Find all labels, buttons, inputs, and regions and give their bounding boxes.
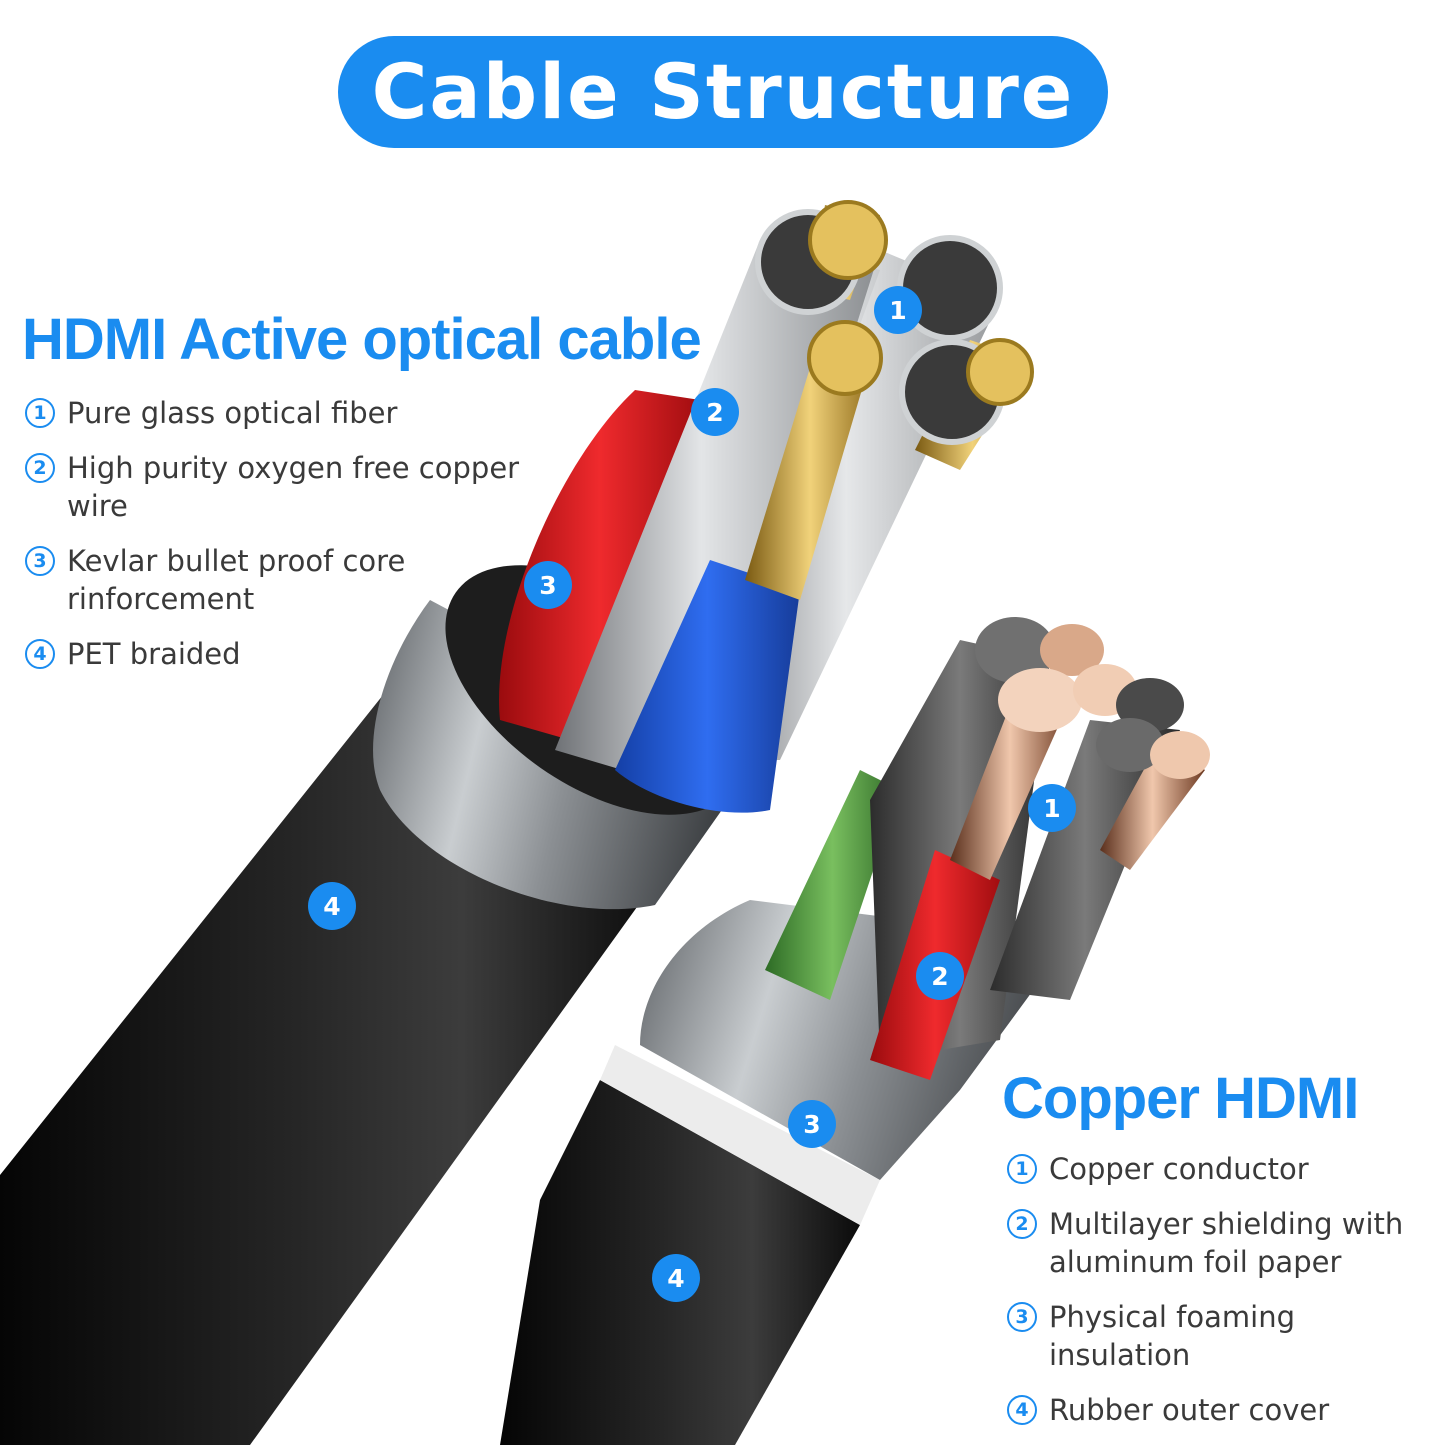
copper-green-core xyxy=(765,770,900,1000)
list-item-text: Kevlar bullet proof core rinforcement xyxy=(67,544,406,616)
number-icon: 1 xyxy=(1007,1154,1037,1184)
svg-text:2: 2 xyxy=(706,398,723,427)
number-icon: 2 xyxy=(25,453,55,483)
list-item-text: High purity oxygen free copper wire xyxy=(67,451,520,523)
list-item-text: Multilayer shielding with aluminum foil … xyxy=(1049,1207,1404,1279)
optical-heading: HDMI Active optical cable xyxy=(22,307,702,372)
list-item: 3 Kevlar bullet proof core rinforcement xyxy=(25,542,585,618)
copper-callout-3: 3 xyxy=(788,1100,836,1148)
optical-callout-2: 2 xyxy=(691,388,739,436)
copper-foil-band xyxy=(600,1045,880,1225)
number-icon: 3 xyxy=(1007,1302,1037,1332)
list-item: 2 Multilayer shielding with aluminum foil… xyxy=(1007,1205,1437,1281)
copper-callout-2: 2 xyxy=(916,952,964,1000)
list-item: 3 Physical foaming insulation xyxy=(1007,1298,1437,1374)
list-item: 4 PET braided xyxy=(25,635,585,673)
optical-gold-strands xyxy=(745,335,875,600)
copper-feature-list: 1 Copper conductor 2 Multilayer shielding … xyxy=(1007,1150,1437,1446)
optical-callout-4: 4 xyxy=(308,882,356,930)
optical-cable xyxy=(0,200,1034,1445)
optical-callout-3: 3 xyxy=(524,561,572,609)
title-banner: Cable Structure xyxy=(338,36,1108,148)
list-item-text: Rubber outer cover xyxy=(1049,1393,1330,1427)
list-item: 1 Copper conductor xyxy=(1007,1150,1437,1188)
copper-heading: Copper HDMI xyxy=(1002,1066,1359,1131)
list-item: 2 High purity oxygen free copper wire xyxy=(25,449,585,525)
svg-text:3: 3 xyxy=(803,1110,820,1139)
svg-text:3: 3 xyxy=(539,571,556,600)
list-item-text: PET braided xyxy=(67,637,241,671)
number-icon: 3 xyxy=(25,546,55,576)
list-item-text: Copper conductor xyxy=(1049,1152,1309,1186)
copper-callout-4: 4 xyxy=(652,1254,700,1302)
svg-text:1: 1 xyxy=(1043,794,1060,823)
list-item-text: Physical foaming insulation xyxy=(1049,1300,1296,1372)
optical-silver-bundle xyxy=(555,240,880,790)
page-title: Cable Structure xyxy=(371,47,1075,136)
svg-text:2: 2 xyxy=(931,962,948,991)
optical-blue-core xyxy=(615,560,800,813)
list-item: 1 Pure glass optical fiber xyxy=(25,394,585,432)
optical-feature-list: 1 Pure glass optical fiber 2 High purity o… xyxy=(25,394,585,690)
svg-text:4: 4 xyxy=(667,1264,684,1293)
svg-text:4: 4 xyxy=(323,892,340,921)
number-icon: 1 xyxy=(25,398,55,428)
copper-callouts: 1 2 3 4 xyxy=(652,784,1076,1302)
svg-text:1: 1 xyxy=(889,296,906,325)
copper-callout-1: 1 xyxy=(1028,784,1076,832)
number-icon: 2 xyxy=(1007,1209,1037,1239)
optical-callouts: 1 2 3 4 xyxy=(308,286,922,930)
optical-callout-1: 1 xyxy=(874,286,922,334)
number-icon: 4 xyxy=(25,639,55,669)
list-item: 4 Rubber outer cover xyxy=(1007,1391,1437,1429)
list-item-text: Pure glass optical fiber xyxy=(67,396,398,430)
number-icon: 4 xyxy=(1007,1395,1037,1425)
